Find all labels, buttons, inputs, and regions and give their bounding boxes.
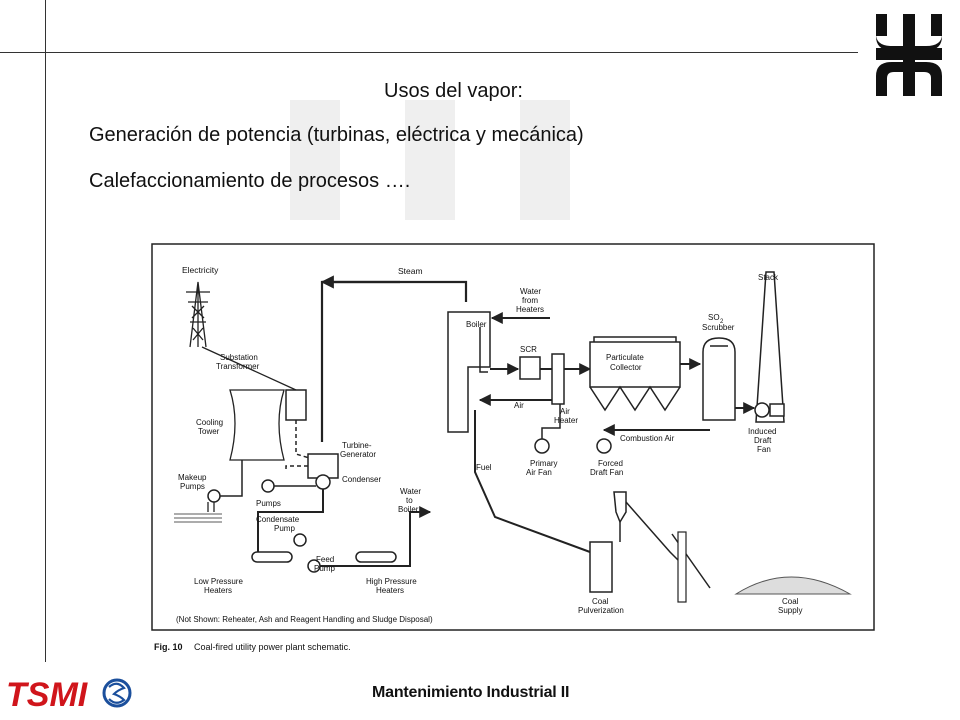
label-so2-sub: 2 — [720, 319, 724, 325]
label-paf-1: Primary — [530, 459, 558, 468]
bullet-process-heating: Calefaccionamiento de procesos …. — [89, 170, 411, 192]
low-pressure-heater — [251, 551, 293, 563]
cooling-tower — [229, 389, 285, 461]
primary-air-fan — [534, 438, 550, 454]
label-combustion-air: Combustion Air — [620, 434, 675, 443]
label-fuel: Fuel — [476, 463, 492, 472]
so2-scrubber — [702, 337, 736, 421]
tsmi-logo-text: TSMI — [6, 676, 89, 714]
label-electricity: Electricity — [182, 265, 219, 275]
high-pressure-heater — [355, 551, 397, 563]
bullet-power-generation: Generación de potencia (turbinas, eléctr… — [89, 124, 584, 146]
label-scr: SCR — [520, 345, 537, 354]
label-coal-supply-1: Coal — [782, 597, 799, 606]
coal-pile — [734, 576, 852, 595]
label-transformer: Transformer — [216, 362, 260, 371]
substation-transformer — [285, 389, 307, 421]
caption-text: Coal-fired utility power plant schematic… — [194, 642, 351, 652]
power-plant-schematic: Electricity Steam Boiler Water from Heat… — [151, 243, 875, 652]
label-water-from-heaters-1: Water — [520, 287, 541, 296]
label-lp-1: Low Pressure — [194, 577, 243, 586]
label-lp-2: Heaters — [204, 586, 232, 595]
label-turbine-2: Generator — [340, 450, 376, 459]
header-rule — [0, 52, 858, 53]
label-idf-1: Induced — [748, 427, 776, 436]
label-air: Air — [514, 401, 524, 410]
label-condenser: Condenser — [342, 475, 381, 484]
tsmi-logo: TSMI — [6, 676, 132, 714]
utn-watermark — [290, 100, 570, 220]
boiler — [447, 311, 491, 433]
label-particulate-1: Particulate — [606, 353, 644, 362]
margin-rule — [45, 0, 46, 662]
label-air-heater-2: Heater — [554, 416, 578, 425]
label-idf-2: Draft — [754, 436, 772, 445]
label-stack: Stack — [758, 273, 779, 282]
label-steam: Steam — [398, 266, 423, 276]
label-fdf-2: Draft Fan — [590, 468, 623, 477]
label-hp-2: Heaters — [376, 586, 404, 595]
label-idf-3: Fan — [757, 445, 771, 454]
slide-heading: Usos del vapor: — [384, 80, 523, 102]
label-turbine-1: Turbine- — [342, 441, 372, 450]
stack — [755, 271, 785, 423]
label-condensate-1: Condensate — [256, 515, 300, 524]
condensate-pump — [293, 533, 307, 547]
label-makeup-1: Makeup — [178, 473, 207, 482]
circulating-pump — [261, 479, 275, 493]
label-paf-2: Air Fan — [526, 468, 552, 477]
label-coal-pulv-2: Pulverization — [578, 606, 624, 615]
label-particulate-2: Collector — [610, 363, 642, 372]
label-cooling-1: Cooling — [196, 418, 223, 427]
label-condensate-2: Pump — [274, 524, 295, 533]
label-water-from-heaters-2: from — [522, 296, 538, 305]
label-cooling-2: Tower — [198, 427, 220, 436]
utn-logo — [876, 14, 942, 96]
label-water-to-boiler-1: Water — [400, 487, 421, 496]
figure-frame — [151, 243, 875, 631]
label-coal-supply-2: Supply — [778, 606, 802, 615]
caption-fig: Fig. 10 — [154, 642, 183, 652]
conveyor-support — [677, 531, 687, 603]
makeup-pump — [207, 489, 221, 503]
course-title: Mantenimiento Industrial II — [372, 684, 570, 701]
conveyor-1 — [625, 501, 681, 563]
label-fdf-1: Forced — [598, 459, 623, 468]
label-makeup-2: Pumps — [180, 482, 205, 491]
label-so2: SO — [708, 313, 720, 322]
fuel-line — [474, 410, 591, 553]
steam-line — [320, 280, 468, 442]
tsmi-swirl-icon — [102, 678, 132, 708]
label-feed-2: Pump — [314, 564, 335, 573]
label-pumps: Pumps — [256, 499, 281, 508]
induced-draft-fan — [754, 402, 785, 418]
forced-draft-fan — [596, 438, 612, 454]
label-scrubber: Scrubber — [702, 323, 735, 332]
particulate-collector — [589, 336, 681, 412]
label-feed-1: Feed — [316, 555, 334, 564]
label-air-heater-1: Air — [560, 407, 570, 416]
label-coal-pulv-1: Coal — [592, 597, 609, 606]
label-water-to-boiler-2: to — [406, 496, 413, 505]
label-hp-1: High Pressure — [366, 577, 417, 586]
label-water-to-boiler-3: Boiler — [398, 505, 419, 514]
coal-pulverizer — [589, 491, 627, 593]
label-substation: Substation — [220, 353, 258, 362]
label-boiler: Boiler — [466, 320, 487, 329]
transmission-tower-icon — [186, 281, 210, 348]
label-not-shown: (Not Shown: Reheater, Ash and Reagent Ha… — [176, 615, 433, 624]
scr-unit — [519, 356, 541, 380]
label-water-from-heaters-3: Heaters — [516, 305, 544, 314]
turbine-generator — [307, 453, 339, 490]
air-heater — [551, 353, 565, 405]
